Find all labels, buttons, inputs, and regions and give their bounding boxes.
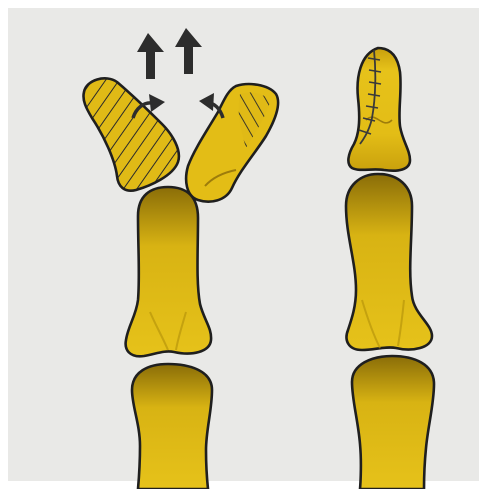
distal-phalanx-right — [348, 48, 410, 171]
arrow-up-icon — [137, 33, 164, 79]
proximal-phalanx-right — [352, 356, 434, 489]
proximal-phalanx-left — [132, 364, 212, 489]
arrow-up-icon — [175, 28, 202, 74]
middle-phalanx-left — [126, 187, 211, 356]
middle-phalanx-right — [346, 174, 432, 350]
split-bone-fragment-left — [83, 78, 178, 190]
split-bone-fragment-right — [186, 84, 278, 202]
